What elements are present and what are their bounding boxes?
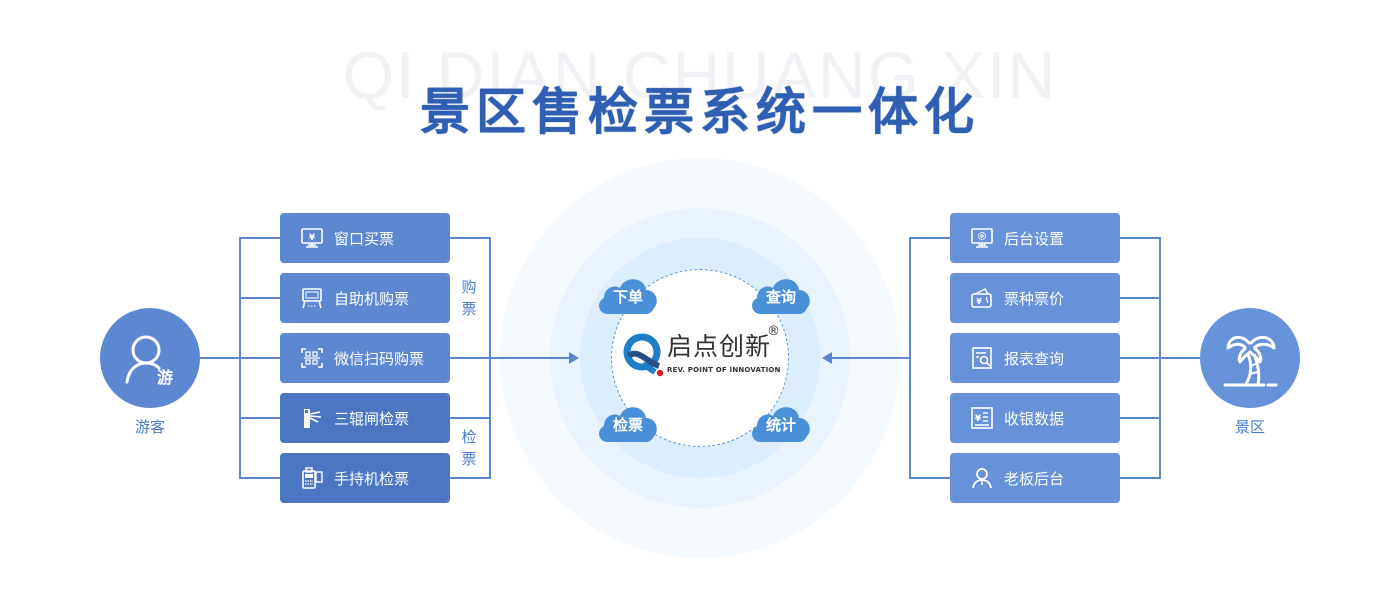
connector-line — [240, 357, 280, 359]
monitor-yuan-icon: ¥ — [301, 228, 323, 248]
cloud-label: 检票 — [612, 416, 643, 434]
backend-settings-button[interactable]: 后台设置 — [950, 213, 1120, 263]
logo-name-cn: 启点创新 — [667, 332, 772, 361]
registered-mark: ® — [767, 324, 780, 339]
cashier-data-icon: ¥ — [971, 407, 993, 429]
boss-user-icon — [972, 468, 992, 489]
cloud-icon — [599, 279, 657, 314]
arrow-right-icon — [569, 352, 579, 364]
logo-name-en: REV. POINT OF INNOVATION — [667, 366, 781, 374]
monitor-gear-icon — [971, 228, 993, 248]
cloud-label: 下单 — [612, 288, 643, 306]
scenic-area-label: 景区 — [1234, 418, 1265, 436]
connector-line — [450, 477, 490, 479]
cloud-query: 查询 — [749, 272, 813, 314]
page-title: 景区售检票系统一体化 — [420, 83, 980, 141]
group-label-char: 票 — [461, 300, 477, 318]
connector-line — [909, 237, 911, 479]
qr-scan-icon — [301, 348, 323, 368]
ticket-price-button[interactable]: ¥ 票种票价 — [950, 273, 1120, 323]
connector-line — [450, 357, 570, 359]
button-label: 老板后台 — [1004, 469, 1065, 488]
button-label: 三辊闸检票 — [334, 409, 410, 428]
connector-line — [240, 237, 280, 239]
tourist-actor: 游 — [100, 308, 200, 408]
button-label: 票种票价 — [1004, 289, 1065, 308]
brand-logo: 启点创新 REV. POINT OF INNOVATION ® — [623, 324, 793, 380]
cloud-order: 下单 — [596, 272, 660, 314]
wechat-scan-button[interactable]: 微信扫码购票 — [280, 333, 450, 383]
connector-line — [240, 297, 280, 299]
button-label: 收银数据 — [1004, 409, 1065, 428]
button-label: 窗口买票 — [334, 229, 395, 248]
report-query-button[interactable]: 报表查询 — [950, 333, 1120, 383]
svg-text:¥: ¥ — [309, 233, 316, 243]
connector-line — [450, 417, 490, 419]
connector-line — [1120, 237, 1160, 239]
svg-text:¥: ¥ — [976, 297, 982, 306]
arrow-left-icon — [822, 352, 832, 364]
cloud-stats: 统计 — [749, 400, 813, 442]
button-label: 自助机购票 — [334, 289, 410, 308]
report-search-icon — [972, 347, 992, 369]
palm-tree-icon — [1223, 335, 1278, 387]
cloud-label: 查询 — [765, 288, 796, 306]
connector-line — [240, 477, 280, 479]
cloud-icon — [752, 279, 810, 314]
connector-line — [910, 477, 950, 479]
scenic-area-actor — [1200, 308, 1300, 408]
handheld-terminal-icon — [302, 467, 323, 489]
button-label: 手持机检票 — [334, 469, 410, 488]
connector-line — [1120, 297, 1160, 299]
connector-line — [200, 357, 240, 359]
cloud-check: 检票 — [596, 400, 660, 442]
cloud-icon — [752, 407, 810, 442]
group-label-char: 购 — [461, 278, 477, 296]
cashier-data-button[interactable]: ¥ 收银数据 — [950, 393, 1120, 443]
cloud-label: 统计 — [765, 416, 796, 434]
connector-line — [450, 237, 490, 239]
tourist-badge: 游 — [157, 368, 174, 387]
kiosk-ticket-button[interactable]: 自助机购票 — [280, 273, 450, 323]
svg-text:¥: ¥ — [975, 414, 982, 424]
group-label-char: 检 — [461, 428, 477, 446]
group-label-check: 检 票 — [459, 426, 479, 470]
tourist-label: 游客 — [134, 418, 165, 436]
cloud-icon — [599, 407, 657, 442]
kiosk-icon — [302, 288, 322, 309]
button-label: 微信扫码购票 — [334, 349, 425, 368]
button-label: 后台设置 — [1004, 229, 1065, 248]
connector-line — [1120, 357, 1200, 359]
handheld-check-button[interactable]: 手持机检票 — [280, 453, 450, 503]
user-icon — [125, 335, 161, 384]
button-label: 报表查询 — [1004, 349, 1065, 368]
boss-backend-button[interactable]: 老板后台 — [950, 453, 1120, 503]
q-logo-icon — [623, 333, 664, 377]
connector-line — [910, 237, 950, 239]
turnstile-check-button[interactable]: 三辊闸检票 — [280, 393, 450, 443]
wallet-ticket-icon: ¥ — [971, 288, 992, 308]
connector-line — [1120, 417, 1160, 419]
connector-line — [1120, 477, 1160, 479]
group-label-char: 票 — [461, 450, 477, 468]
connector-line — [830, 357, 910, 359]
group-label-purchase: 购 票 — [459, 276, 479, 320]
window-ticket-button[interactable]: ¥ 窗口买票 — [280, 213, 450, 263]
turnstile-icon — [304, 409, 322, 428]
title-watermark: QI DIAN CHUANG XIN — [342, 38, 1058, 112]
connector-line — [240, 417, 280, 419]
